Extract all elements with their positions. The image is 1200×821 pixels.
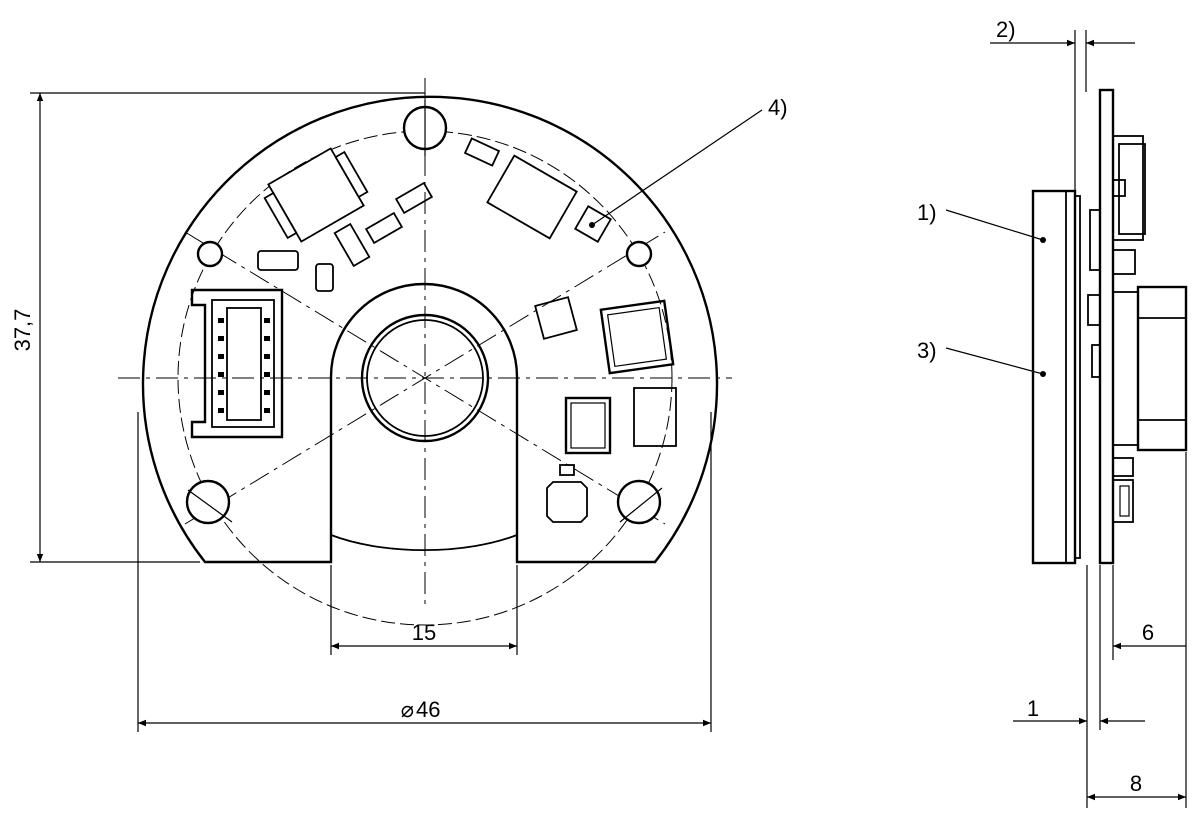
side-comp-top xyxy=(1112,135,1144,241)
dim-height-label: 37,7 xyxy=(10,309,35,352)
callout-4-label: 4) xyxy=(768,95,788,120)
connector-header xyxy=(190,288,284,439)
front-view xyxy=(30,78,763,732)
side-view xyxy=(945,30,1188,808)
magnet-back xyxy=(1074,195,1081,559)
pcb-side xyxy=(1098,88,1115,565)
side-comp-bottom xyxy=(1112,479,1134,523)
callout-3-label: 3) xyxy=(917,338,937,363)
dimension-height xyxy=(30,92,425,563)
callout-1-label: 1) xyxy=(917,200,937,225)
smd-4 xyxy=(364,211,404,245)
callout-3-dot xyxy=(1040,371,1046,377)
smd-2 xyxy=(315,263,334,292)
side-comp-left-3 xyxy=(1087,294,1101,326)
side-comp-small-1 xyxy=(1112,179,1126,197)
dim-thickness-8-label: 8 xyxy=(1130,771,1142,796)
dim-diameter-label: 46 xyxy=(416,697,440,722)
dim-diameter-symbol: ⌀ xyxy=(401,697,414,722)
hole-ll-cross xyxy=(187,489,233,523)
callout-1-dot xyxy=(1040,237,1046,243)
smd-1 xyxy=(257,250,299,271)
dim-thickness-6-label: 6 xyxy=(1142,620,1154,645)
board-outline xyxy=(141,95,719,564)
dimension-diameter xyxy=(137,412,712,732)
side-comp-top-inner xyxy=(1118,143,1146,235)
hole-lr-cross xyxy=(619,487,663,523)
dim-thickness-1-label: 1 xyxy=(1027,696,1039,721)
smd-6 xyxy=(463,137,501,167)
smd-7 xyxy=(574,205,612,243)
smd-3 xyxy=(333,222,371,268)
smd-9 xyxy=(559,464,575,476)
mount-hole-left-upper xyxy=(196,240,224,268)
callout-1-leader xyxy=(945,209,1044,241)
smd-8 xyxy=(534,296,578,340)
component-large-tr xyxy=(486,154,578,240)
ic-chip xyxy=(599,299,675,375)
mount-hole-left-lower xyxy=(185,479,231,525)
smd-5 xyxy=(394,181,434,215)
side-connector-body xyxy=(1136,285,1188,452)
component-rect-right xyxy=(633,387,677,447)
magnet-part xyxy=(1031,189,1077,565)
dimension-slot xyxy=(330,565,518,655)
component-rect-lower xyxy=(564,396,612,455)
dimension-6 xyxy=(1112,452,1187,660)
callout-2-label: 2) xyxy=(996,17,1016,42)
mount-hole-right-lower xyxy=(616,479,662,525)
side-comp-left xyxy=(1089,209,1101,271)
callout-3-leader xyxy=(945,347,1044,375)
side-comp-bottom-inner xyxy=(1119,485,1130,517)
side-comp-small-3 xyxy=(1112,457,1134,477)
dimension-gap xyxy=(990,30,1135,190)
component-large-tl xyxy=(263,147,369,243)
dimension-8 xyxy=(1087,660,1187,808)
component-rect-lower-inner xyxy=(570,402,606,449)
hub-lower-arc xyxy=(330,534,518,552)
centerline-diag-2 xyxy=(184,231,666,525)
callout-4-leader xyxy=(591,109,763,226)
side-connector-base xyxy=(1112,291,1139,446)
side-comp-left-2 xyxy=(1091,344,1101,378)
dim-slot-label: 15 xyxy=(412,620,436,645)
inductor xyxy=(546,481,588,523)
mount-hole-right-upper xyxy=(625,240,653,268)
dimension-1 xyxy=(1013,565,1145,808)
side-comp-small-2 xyxy=(1112,249,1136,275)
